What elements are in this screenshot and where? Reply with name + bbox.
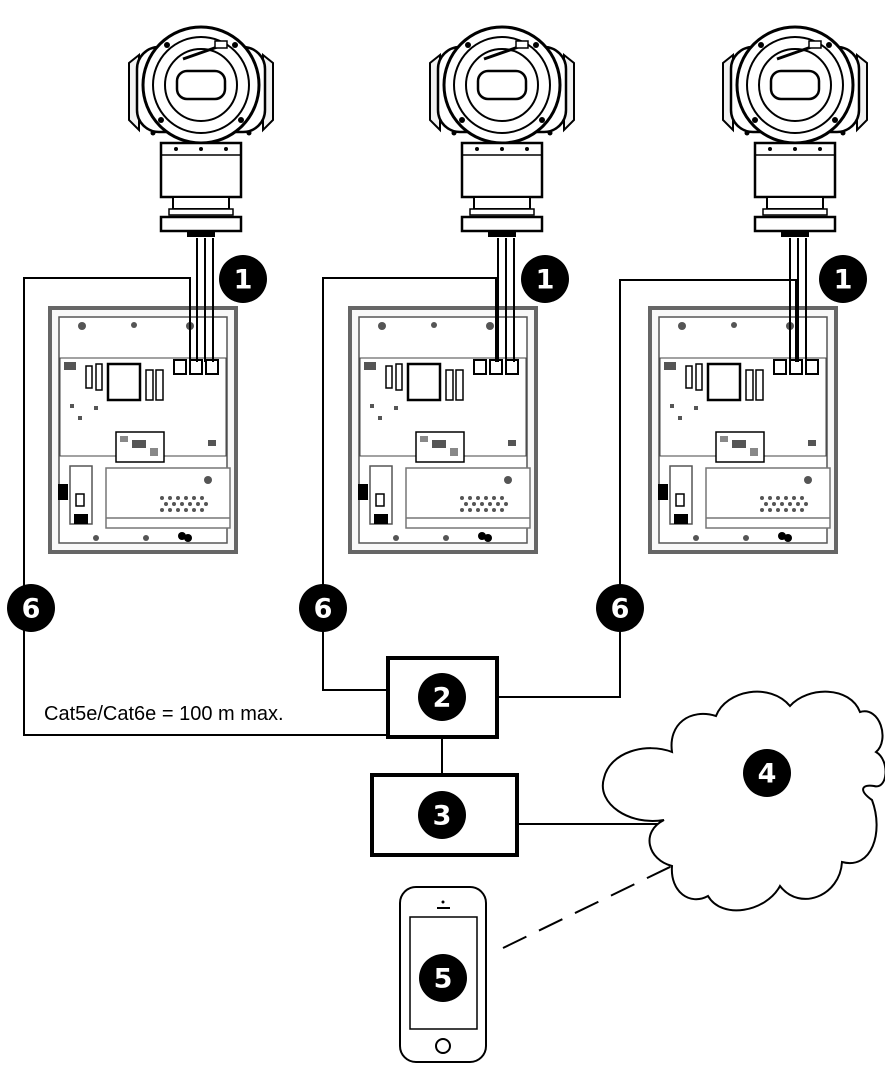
ethernet-cable-1 [23, 277, 388, 736]
callout-camera-1: 1 [219, 255, 267, 303]
svg-text:3: 3 [433, 801, 452, 832]
camera-wire-1 [196, 238, 214, 362]
interface-board-2 [348, 306, 538, 554]
svg-text:1: 1 [834, 265, 853, 296]
interface-board-3 [648, 306, 838, 554]
callout-internet: 4 [743, 749, 791, 797]
callout-camera-2: 1 [521, 255, 569, 303]
camera-wire-3 [789, 238, 807, 362]
interface-board-1 [48, 306, 238, 554]
svg-text:6: 6 [314, 594, 333, 625]
svg-text:1: 1 [536, 265, 555, 296]
camera-unit-1 [48, 25, 275, 554]
svg-text:4: 4 [758, 759, 777, 790]
cable-length-label: Cat5e/Cat6e = 100 m max. [44, 703, 284, 725]
ethernet-cable-2 [322, 277, 497, 691]
ptz-camera-3 [721, 25, 869, 239]
svg-text:1: 1 [234, 265, 253, 296]
callout-cable-3: 6 [596, 584, 644, 632]
camera-unit-2 [348, 25, 576, 554]
callout-camera-3: 1 [819, 255, 867, 303]
ethernet-cables [23, 277, 797, 949]
ethernet-cable-3 [497, 279, 797, 698]
ptz-camera-2 [428, 25, 576, 239]
ptz-camera-1 [127, 25, 275, 239]
callout-cable-2: 6 [299, 584, 347, 632]
camera-unit-3 [648, 25, 869, 554]
camera-wire-2 [497, 238, 515, 362]
callout-router: 3 [418, 791, 466, 839]
svg-text:2: 2 [433, 683, 452, 714]
wireless-link [502, 865, 673, 949]
svg-text:5: 5 [434, 964, 453, 995]
callout-mobile: 5 [419, 954, 467, 1002]
svg-text:6: 6 [611, 594, 630, 625]
callout-cable-1: 6 [7, 584, 55, 632]
svg-text:6: 6 [22, 594, 41, 625]
callout-switch: 2 [418, 673, 466, 721]
internet-cloud [601, 690, 885, 912]
